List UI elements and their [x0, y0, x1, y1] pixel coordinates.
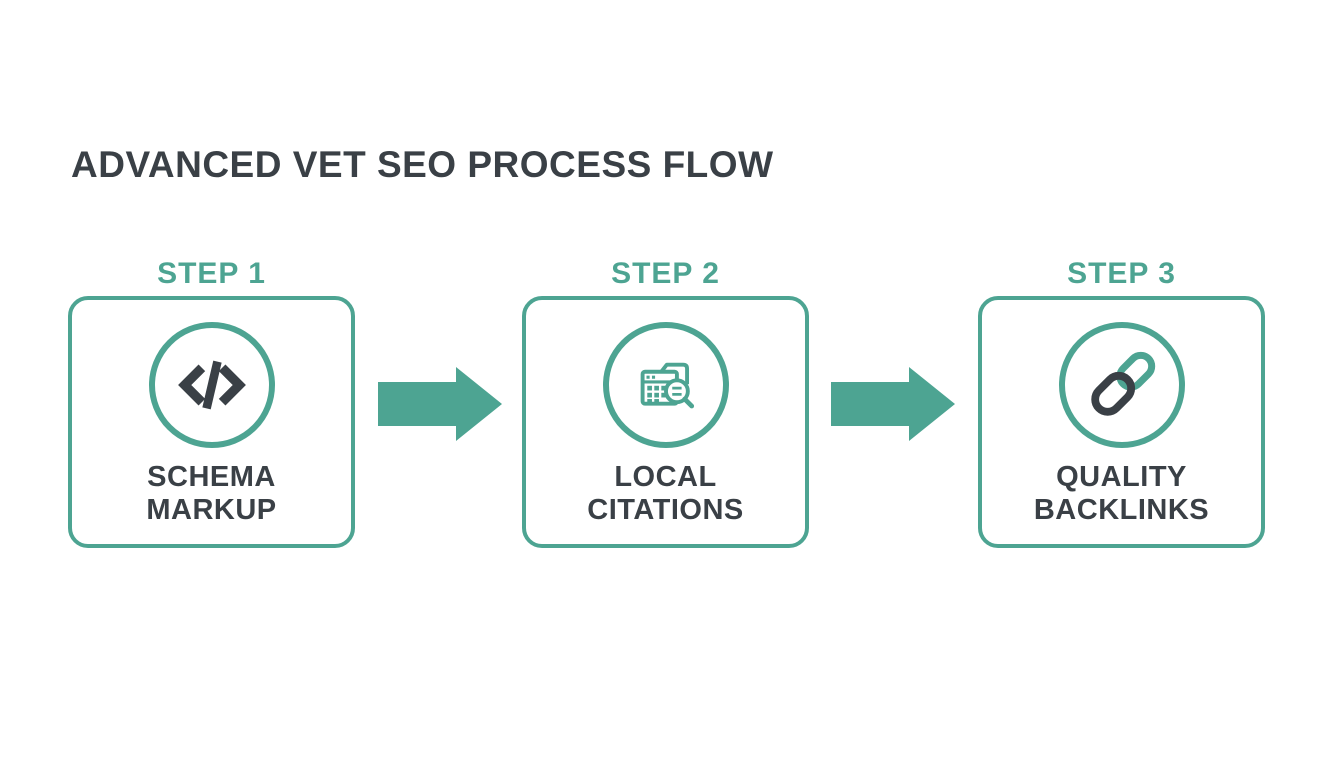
step-1-title: SCHEMA MARKUP: [146, 461, 277, 527]
step-2-title: LOCAL CITATIONS: [587, 461, 744, 527]
step-1-label: STEP 1: [157, 257, 266, 290]
step-2-label: STEP 2: [611, 257, 720, 290]
step-2-box: LOCAL CITATIONS: [522, 296, 809, 548]
step-1-box: SCHEMA MARKUP: [68, 296, 355, 548]
infographic-title: ADVANCED VET SEO PROCESS FLOW: [71, 144, 774, 185]
local-citations-search-icon: [602, 322, 729, 448]
arrow-right-icon: [377, 367, 503, 441]
code-icon: [148, 322, 275, 448]
step-3-box: QUALITY BACKLINKS: [978, 296, 1265, 548]
chain-link-icon: [1058, 322, 1185, 448]
step-3-label: STEP 3: [1067, 257, 1176, 290]
arrow-right-icon: [830, 367, 956, 441]
step-3-title: QUALITY BACKLINKS: [1033, 461, 1210, 527]
